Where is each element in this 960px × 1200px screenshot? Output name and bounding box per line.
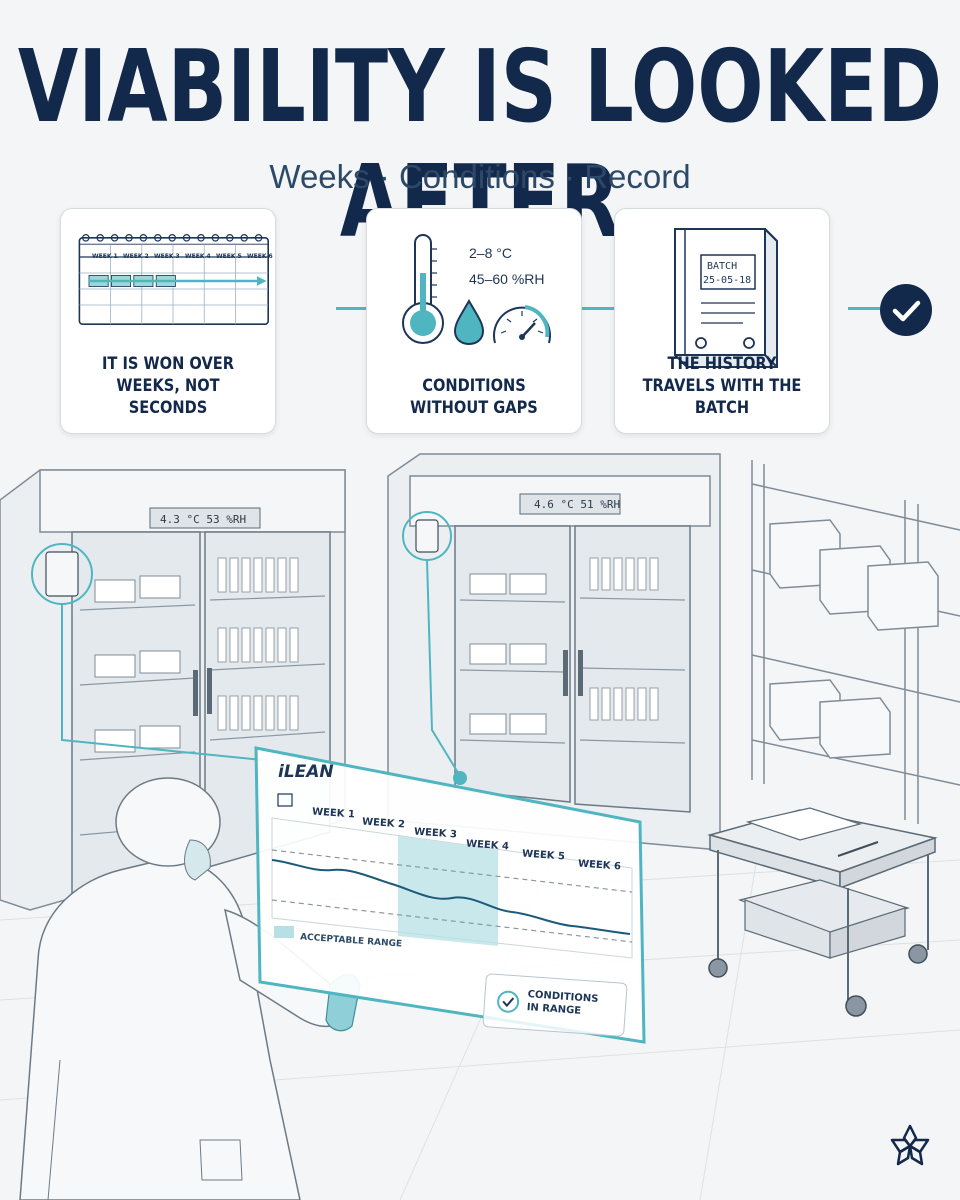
fridge-left bbox=[0, 469, 346, 911]
thermometer-icon bbox=[402, 234, 444, 344]
connector-line bbox=[848, 307, 880, 310]
card-label: IT IS WON OVER WEEKS, NOT SECONDS bbox=[101, 354, 235, 418]
fridge-right bbox=[387, 453, 721, 851]
calendar-week-label: WEEK 1 bbox=[92, 253, 118, 260]
calendar-week-label: WEEK 6 bbox=[247, 253, 273, 260]
calendar-week-label: WEEK 5 bbox=[216, 253, 242, 260]
brand-logo-icon bbox=[890, 1124, 930, 1166]
check-circle-icon bbox=[497, 990, 520, 1013]
temperature-range: 2–8 °C bbox=[469, 245, 512, 261]
card-conditions: 2–8 °C 45–60 %RH CONDITIONS WITHOUT GAPS bbox=[366, 208, 582, 434]
card-label: CONDITIONS WITHOUT GAPS bbox=[410, 376, 538, 418]
ilean-logo-text: iLEAN bbox=[278, 762, 334, 782]
binder-batch-label: BATCH bbox=[707, 261, 737, 272]
status-badge: CONDITIONS IN RANGE bbox=[482, 973, 628, 1037]
card-label: THE HISTORY TRAVELS WITH THE BATCH bbox=[642, 354, 802, 418]
humidity-range: 45–60 %RH bbox=[469, 271, 545, 287]
calendar-week-label: WEEK 3 bbox=[154, 253, 180, 260]
droplet-icon bbox=[453, 298, 485, 346]
supply-cart bbox=[707, 807, 938, 1017]
binder-batch-number: 25-05-18 bbox=[703, 275, 751, 286]
connector-line bbox=[336, 307, 366, 310]
monitoring-panel bbox=[254, 746, 646, 1044]
calendar-icon: WEEK 1 WEEK 2 WEEK 3 WEEK 4 WEEK 5 WEEK … bbox=[78, 234, 273, 326]
card-history: BATCH 25-05-18 THE HISTORY TRAVELS WITH … bbox=[614, 208, 830, 434]
calendar-week-label: WEEK 2 bbox=[123, 253, 149, 260]
cold-storage-scene: 4.3 °C 53 %RH 4.6 bbox=[0, 453, 960, 1200]
fridge-left-display: 4.3 °C 53 %RH bbox=[160, 513, 246, 526]
gauge-icon bbox=[493, 305, 551, 344]
card-weeks: WEEK 1 WEEK 2 WEEK 3 WEEK 4 WEEK 5 WEEK … bbox=[60, 208, 276, 434]
storage-shelf bbox=[751, 460, 960, 824]
check-circle-icon bbox=[880, 284, 932, 336]
page-title: VIABILITY IS LOOKED AFTER bbox=[17, 30, 943, 261]
calendar-week-label: WEEK 4 bbox=[185, 253, 211, 260]
page-subtitle: Weeks · Conditions · Record bbox=[269, 158, 691, 195]
fridge-right-display: 4.6 °C 51 %RH bbox=[534, 498, 620, 511]
connector-line bbox=[580, 307, 614, 310]
binder-icon: BATCH 25-05-18 bbox=[674, 228, 778, 368]
